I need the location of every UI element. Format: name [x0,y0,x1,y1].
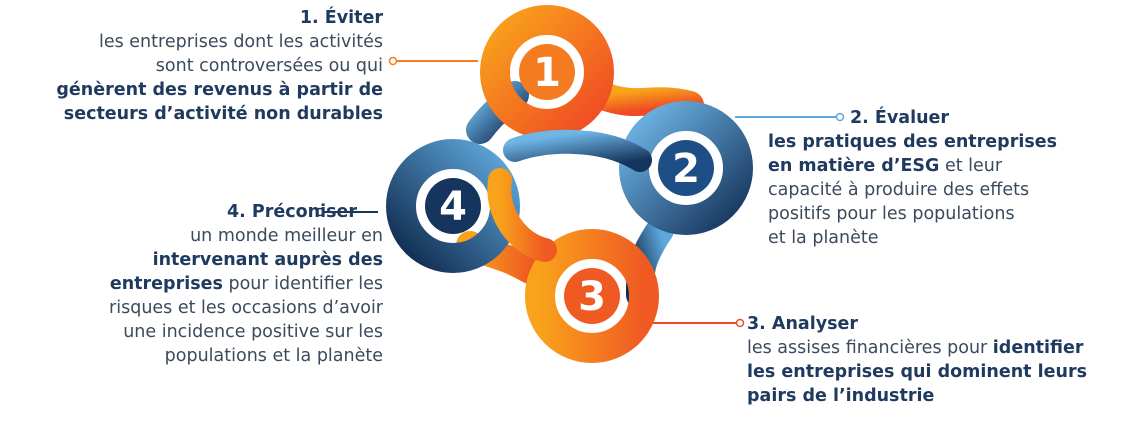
ring-loops [386,5,753,363]
description-line: et la planète [768,226,1128,250]
number-disc-2: 2 [658,140,714,196]
number-4: 4 [439,184,467,230]
step-2-title: 2. Évaluer [850,108,950,128]
text: les assises financières pour [747,338,993,358]
step-4-block: 4. Préconiser un monde meilleur en interv… [13,200,383,368]
description-line: les entreprises dont les activités [13,30,383,54]
text: un monde meilleur en [190,226,383,246]
description-line: risques et les occasions d’avoir [13,296,383,320]
description-line: pairs de l’industrie [747,384,1137,408]
text: populations et la planète [164,346,383,366]
bold-text: les entreprises qui dominent leurs [747,362,1087,382]
bold-text: identifier [992,338,1084,358]
description-line: en matière d’ESG et leur [768,154,1128,178]
number-disc-4: 4 [425,178,481,234]
number-3: 3 [578,274,606,320]
description-line: les entreprises qui dominent leurs [747,360,1137,384]
description-line: une incidence positive sur les [13,320,383,344]
text: sont controversées ou qui [155,56,383,76]
text: et leur [939,156,1003,176]
step-4-description: un monde meilleur en intervenant auprès d… [13,224,383,368]
number-disc-3: 3 [564,268,620,324]
bold-text: en matière d’ESG [768,156,940,176]
bold-text: les pratiques des entreprises [768,132,1058,152]
description-line: les pratiques des entreprises [768,130,1128,154]
text: pour identifier les [222,274,383,294]
number-2: 2 [672,146,700,192]
step-1-title: 1. Éviter [299,8,383,28]
description-line: secteurs d’activité non durables [13,102,383,126]
number-1: 1 [533,50,561,96]
description-line: intervenant auprès des [13,248,383,272]
bold-text: pairs de l’industrie [747,386,935,406]
text: positifs pour les populations [768,204,1015,224]
description-line: capacité à produire des effets [768,178,1128,202]
description-line: entreprises pour identifier les [13,272,383,296]
description-line: un monde meilleur en [13,224,383,248]
description-line: populations et la planète [13,344,383,368]
bold-text: entreprises [109,274,223,294]
text: une incidence positive sur les [123,322,383,342]
step-1-block: 1. Éviter les entreprises dont les activ… [13,6,383,126]
text: et la planète [768,228,879,248]
description-line: positifs pour les populations [768,202,1128,226]
description-line: sont controversées ou qui [13,54,383,78]
connector-lines [315,56,845,328]
bold-text: intervenant auprès des [152,250,383,270]
bold-text: génèrent des revenus à partir de [56,80,383,100]
bold-text: secteurs d’activité non durables [63,104,383,124]
text: les entreprises dont les activités [98,32,383,52]
text: risques et les occasions d’avoir [109,298,383,318]
step-2-block: 2. Évaluer les pratiques des entreprises… [768,106,1128,250]
step-4-title: 4. Préconiser [226,202,357,222]
description-line: les assises financières pour identifier [747,336,1137,360]
step-3-block: 3. Analyser les assises financières pour… [747,312,1137,408]
description-line: génèrent des revenus à partir de [13,78,383,102]
step-1-description: les entreprises dont les activités sont c… [13,30,383,126]
number-disc-1: 1 [519,44,575,100]
step-3-title: 3. Analyser [747,314,859,334]
text: capacité à produire des effets [768,180,1030,200]
